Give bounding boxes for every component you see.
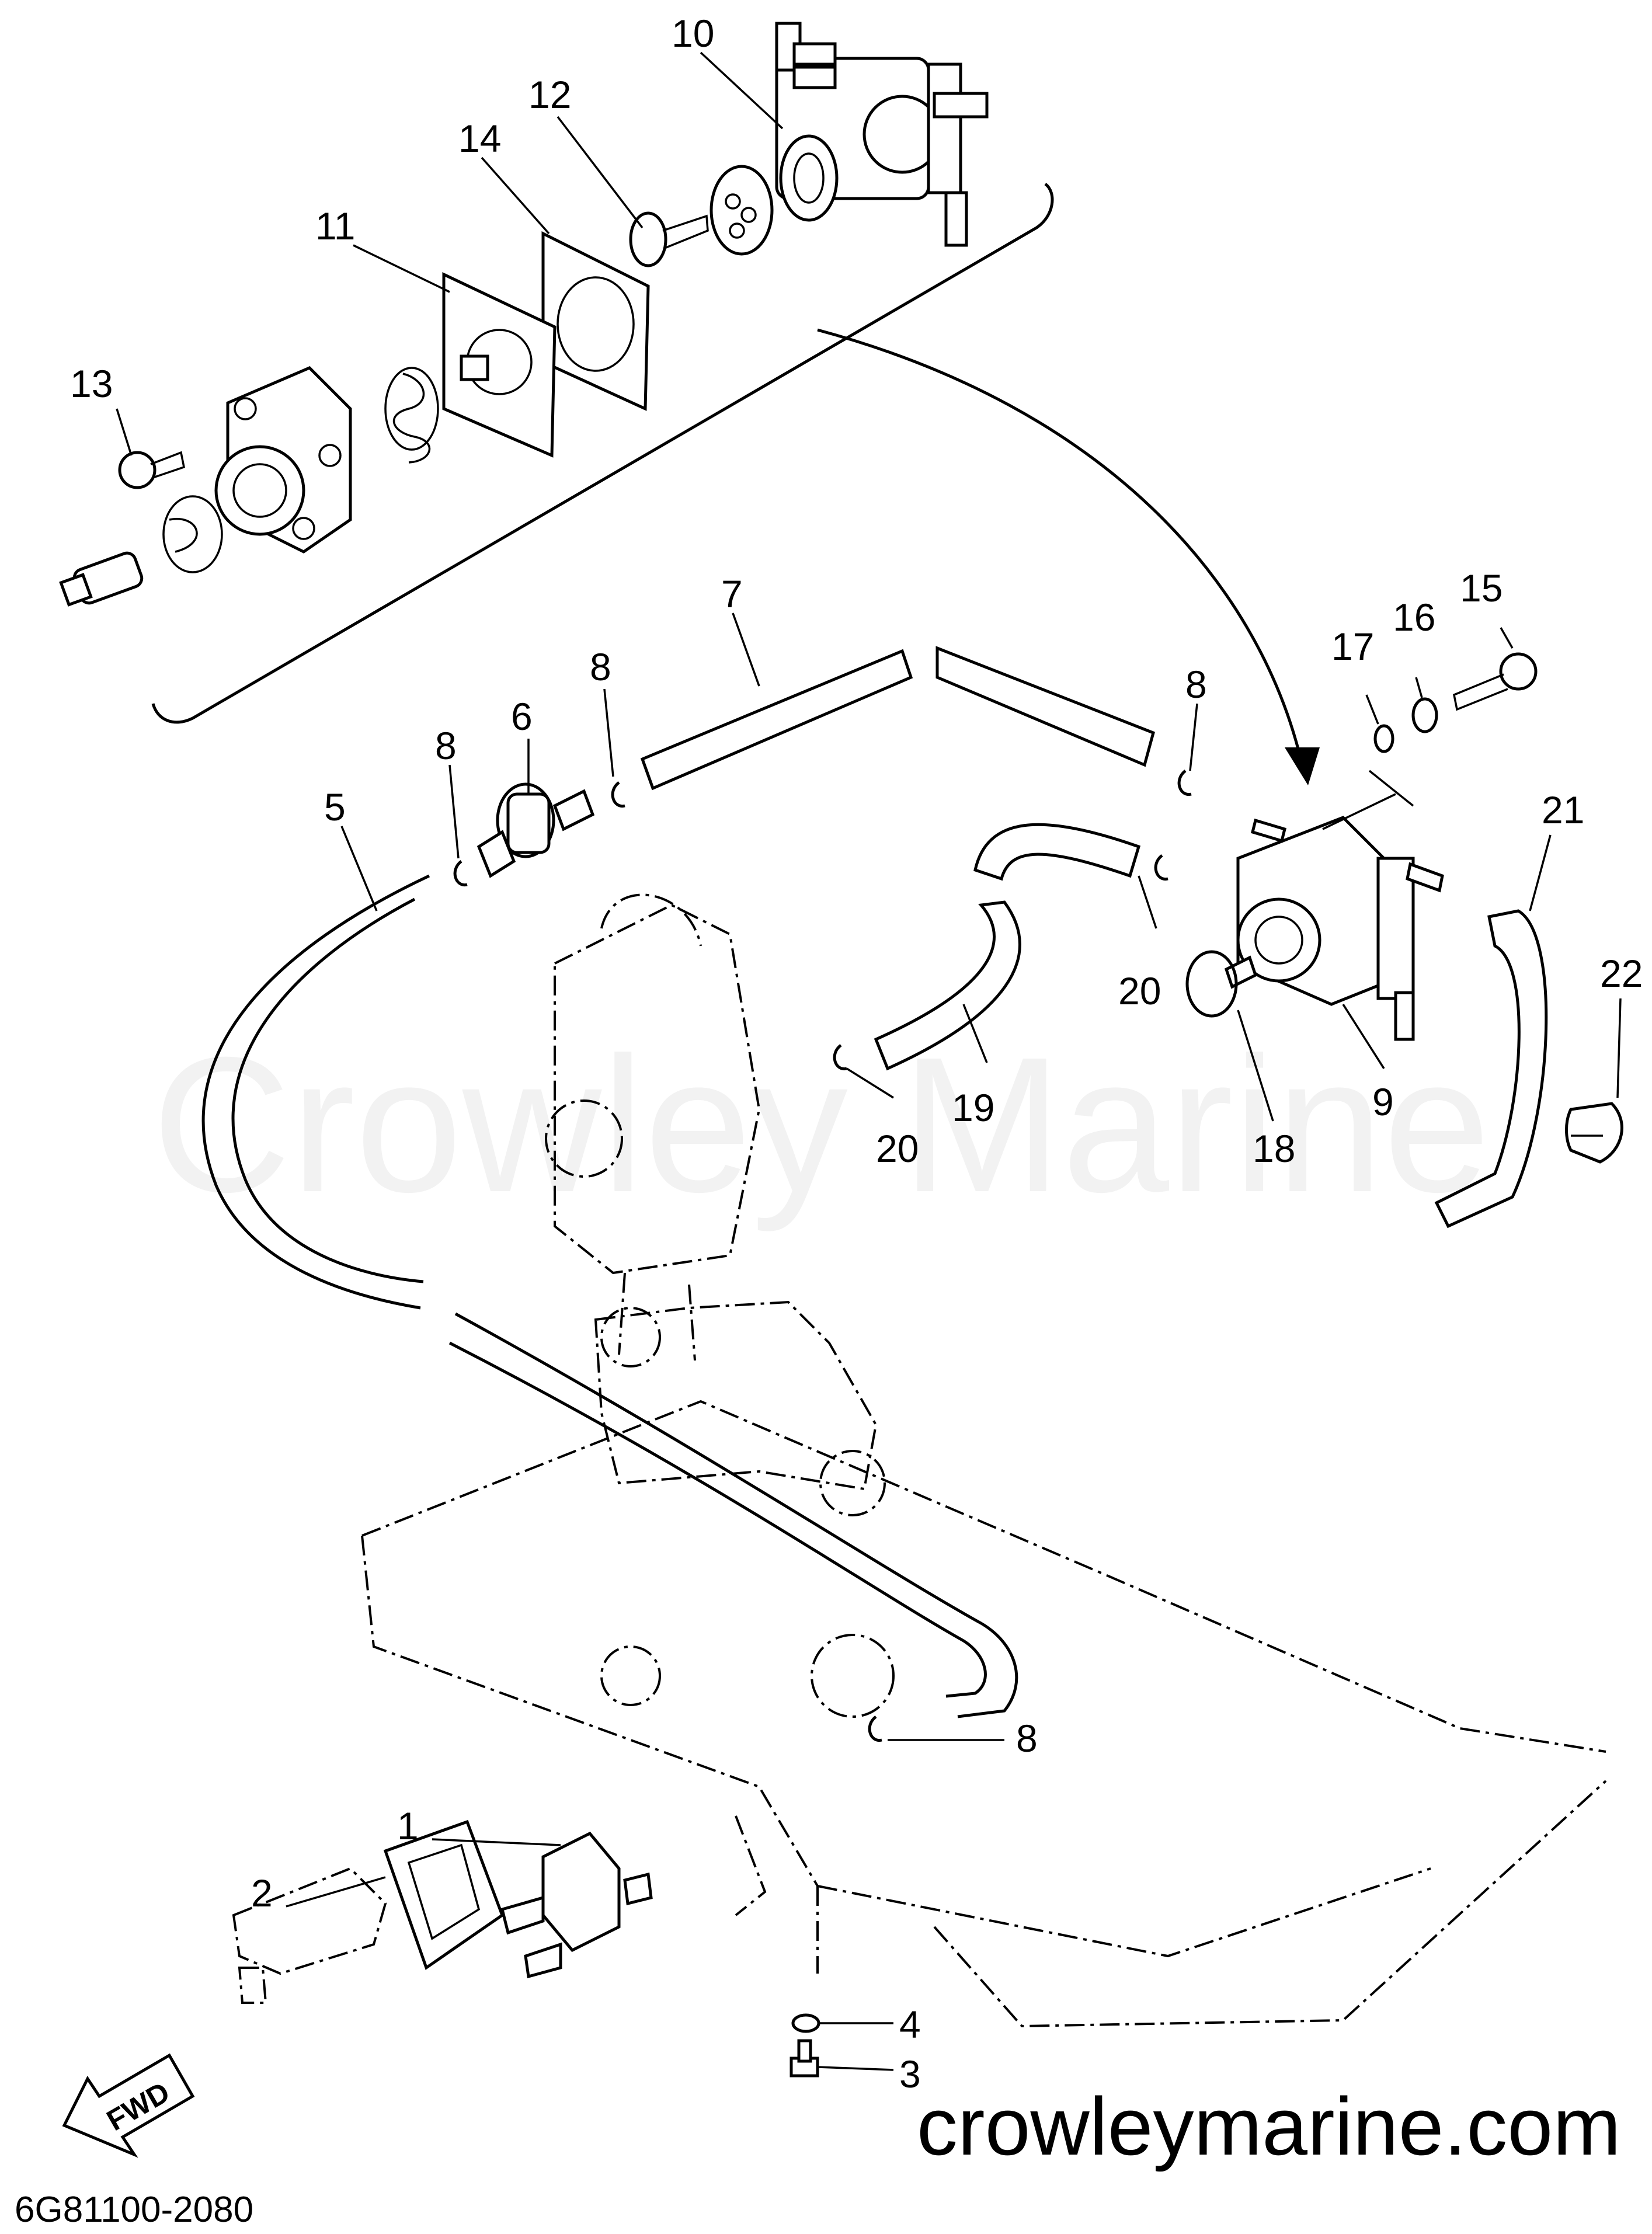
inset-gasket-14 (541, 231, 650, 411)
callout-16: 16 (1393, 596, 1435, 639)
callout-2: 2 (251, 1871, 273, 1915)
callout-9: 9 (1372, 1080, 1394, 1123)
clamp-20-b (833, 1044, 847, 1070)
watermark: Crowley Marine (152, 1017, 1490, 1233)
callout-22: 22 (1600, 952, 1643, 995)
inset-cover-body (214, 366, 352, 554)
inset-diaphragm-small (779, 134, 839, 222)
clamp-20-a (1154, 854, 1168, 881)
washer-4 (791, 2013, 820, 2033)
inset-arrow (817, 328, 1320, 785)
callout-6: 6 (511, 695, 533, 738)
hose-7 (640, 646, 1156, 791)
callout-20a: 20 (1118, 969, 1161, 1012)
clip-22 (1565, 1102, 1623, 1164)
callout-14: 14 (458, 117, 501, 160)
part-code: 6G81100-2080 (15, 2190, 253, 2230)
o-ring-18 (1185, 950, 1238, 1018)
intake-bracket (594, 1300, 886, 1516)
grommet-2 (383, 1819, 505, 1970)
inset-bracket (151, 183, 1054, 724)
callout-labels: 1 2 3 4 5 6 7 8 8 8 8 9 10 11 12 13 14 1… (70, 12, 1643, 2096)
bottom-cowling (361, 1400, 1607, 2028)
callout-3: 3 (899, 2052, 921, 2096)
washer-16 (1411, 697, 1438, 733)
leader-lines (116, 51, 1622, 2071)
screw-15 (1453, 652, 1538, 711)
fuel-pump-9 (1224, 816, 1444, 1041)
hose-19 (874, 823, 1141, 1071)
fwd-arrow: FWD (62, 2053, 195, 2158)
callout-8b: 8 (590, 645, 611, 688)
callout-17: 17 (1331, 625, 1374, 668)
callout-8c: 8 (1185, 663, 1207, 706)
inset-screw-12 (629, 211, 709, 267)
inset-spring-lower (162, 495, 223, 573)
inset-screw-13 (118, 451, 186, 489)
callout-15: 15 (1460, 566, 1503, 610)
bolt-3 (790, 2039, 819, 2078)
callout-20b: 20 (876, 1127, 919, 1170)
washer-17 (1373, 724, 1394, 753)
hose-5 (201, 874, 430, 1310)
callout-7: 7 (721, 572, 743, 615)
inset-diaphragm-11 (442, 272, 557, 458)
clamp-8-d (868, 1715, 882, 1742)
callout-18: 18 (1253, 1127, 1295, 1170)
callout-12: 12 (528, 73, 571, 116)
fuel-joint-1 (500, 1831, 653, 1979)
hose-21 (1434, 909, 1548, 1229)
clamp-8-a (453, 860, 468, 886)
fuel-filter-6 (477, 782, 595, 878)
carburetor (545, 893, 761, 1361)
main-fuel-line (448, 1312, 1018, 1718)
clamp-8-b (611, 781, 625, 808)
callout-10: 10 (672, 12, 714, 55)
fuel-connector (232, 1867, 387, 2004)
callout-13: 13 (70, 362, 113, 405)
callout-1: 1 (397, 1804, 419, 1847)
callout-11: 11 (315, 204, 356, 248)
callout-19: 19 (952, 1086, 994, 1129)
clamp-8-c (1177, 770, 1192, 796)
website-label: crowleymarine.com (917, 2080, 1621, 2172)
callout-8d: 8 (1016, 1717, 1038, 1760)
callout-4: 4 (899, 2003, 921, 2046)
callout-5: 5 (324, 785, 346, 829)
inset-spring-upper (384, 367, 439, 464)
callout-8a: 8 (435, 724, 457, 767)
callout-21: 21 (1542, 788, 1584, 831)
inset-valve-disc (710, 165, 774, 256)
inset-plunger (59, 551, 144, 607)
